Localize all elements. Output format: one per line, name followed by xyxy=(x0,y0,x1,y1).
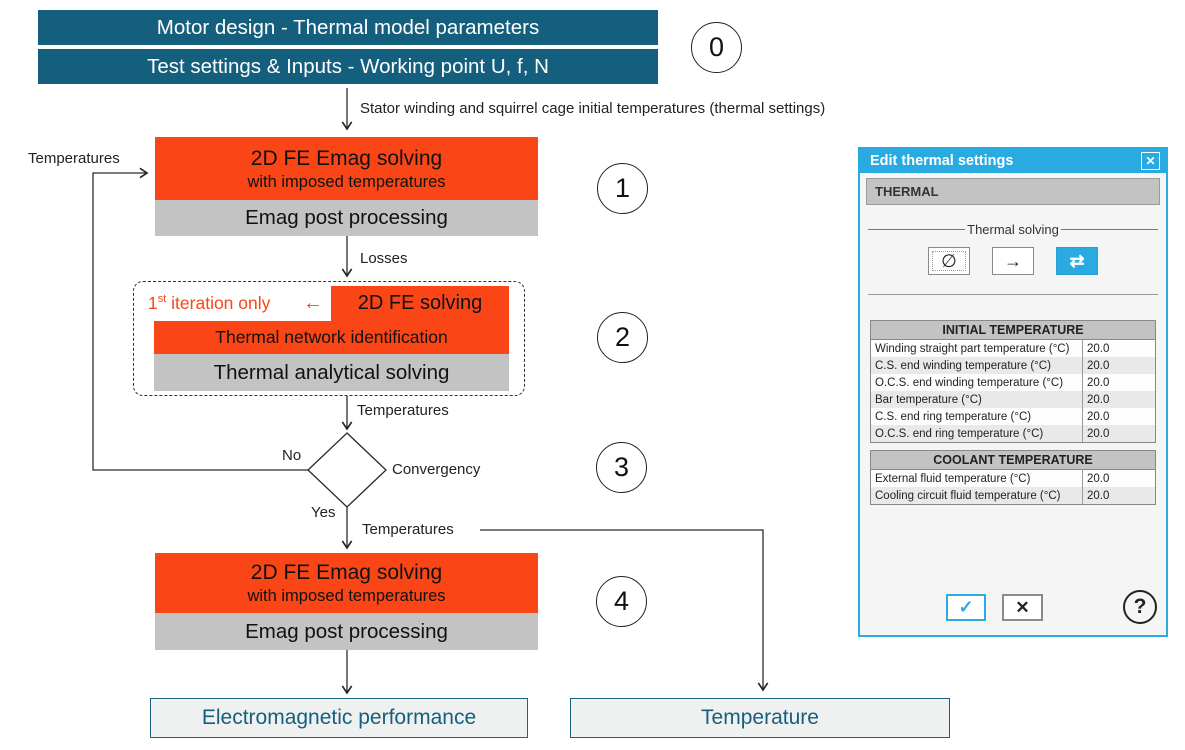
stage-1-subtitle: with imposed temperatures xyxy=(247,172,446,191)
step-badge-2: 2 xyxy=(597,312,648,363)
step-badge-0: 0 xyxy=(691,22,742,73)
table-header: INITIAL TEMPERATURE xyxy=(870,320,1156,340)
stage-2-fe-solving: 2D FE solving xyxy=(331,286,509,321)
stage-2-network-identification: Thermal network identification xyxy=(154,321,509,354)
no-thermal-solving-button[interactable]: ∅ xyxy=(928,247,970,275)
decision-convergency-label: Convergency xyxy=(392,461,481,478)
input-bar-motor-design: Motor design - Thermal model parameters xyxy=(38,10,658,45)
legend-line-right xyxy=(1060,228,1159,230)
dialog-title: Edit thermal settings xyxy=(870,153,1014,169)
stage-1-post-processing: Emag post processing xyxy=(155,200,538,236)
stage-4-post-processing: Emag post processing xyxy=(155,613,538,650)
empty-set-icon: ∅ xyxy=(941,250,957,271)
stage-4-subtitle: with imposed temperatures xyxy=(247,587,446,605)
checkmark-icon: ✓ xyxy=(958,597,974,617)
thermal-solving-label: Thermal solving xyxy=(967,221,1059,237)
stage-4-solve-box: 2D FE Emag solving with imposed temperat… xyxy=(155,553,538,613)
first-iteration-note: 1st iteration only ← xyxy=(142,286,331,321)
parameter-label: O.C.S. end winding temperature (°C) xyxy=(875,376,1064,389)
step-badge-3: 3 xyxy=(596,442,647,493)
parameter-value[interactable]: 20.0 xyxy=(1082,357,1155,374)
parameter-value[interactable]: 20.0 xyxy=(1082,425,1155,442)
input-bar-label: Test settings & Inputs - Working point U… xyxy=(147,54,549,78)
parameter-label: Bar temperature (°C) xyxy=(875,393,982,406)
stage-2-thermal-group: 1st iteration only ← 2D FE solving Therm… xyxy=(133,281,525,396)
help-button[interactable]: ? xyxy=(1123,590,1157,624)
parameter-label: C.S. end ring temperature (°C) xyxy=(875,410,1032,423)
solver-mode-buttons: ∅ → ⇄ xyxy=(860,247,1166,275)
legend-line-left xyxy=(868,228,966,230)
table-row: Winding straight part temperature (°C) 20… xyxy=(871,340,1155,357)
thermal-solving-group-legend: Thermal solving xyxy=(868,221,1159,237)
parameter-label: Winding straight part temperature (°C) xyxy=(875,342,1070,355)
table-row: O.C.S. end ring temperature (°C) 20.0 xyxy=(871,425,1155,442)
stage-1-emag-solving: 2D FE Emag solving with imposed temperat… xyxy=(155,137,538,236)
table-row: Cooling circuit fluid temperature (°C) 20… xyxy=(871,487,1155,504)
edge-label-temperatures-mid: Temperatures xyxy=(357,402,449,419)
stage-4-title: 2D FE Emag solving xyxy=(250,561,443,584)
left-arrow-icon: ← xyxy=(303,292,323,314)
cross-icon: ✕ xyxy=(1015,597,1030,617)
table-header: COOLANT TEMPERATURE xyxy=(870,450,1156,470)
parameter-value[interactable]: 20.0 xyxy=(1082,408,1155,425)
parameter-label: Cooling circuit fluid temperature (°C) xyxy=(875,489,1061,502)
edge-label-temperatures-loop: Temperatures xyxy=(28,150,120,167)
parameter-value[interactable]: 20.0 xyxy=(1082,374,1155,391)
edit-thermal-settings-dialog: Edit thermal settings ✕ THERMAL Thermal … xyxy=(858,147,1168,637)
table-row: C.S. end ring temperature (°C) 20.0 xyxy=(871,408,1155,425)
first-iteration-text: 1st iteration only xyxy=(148,293,271,313)
stage-1-solve-box: 2D FE Emag solving with imposed temperat… xyxy=(155,137,538,200)
ok-button[interactable]: ✓ xyxy=(946,594,986,621)
table-row: External fluid temperature (°C) 20.0 xyxy=(871,470,1155,487)
two-way-arrows-icon: ⇄ xyxy=(1069,250,1085,271)
step-badge-4: 4 xyxy=(596,576,647,627)
decision-no-label: No xyxy=(282,447,302,464)
section-header-thermal: THERMAL xyxy=(866,178,1160,205)
convergency-diamond xyxy=(307,432,387,508)
parameter-value[interactable]: 20.0 xyxy=(1082,470,1155,487)
table-row: O.C.S. end winding temperature (°C) 20.0 xyxy=(871,374,1155,391)
stage-4-emag-solving: 2D FE Emag solving with imposed temperat… xyxy=(155,553,538,650)
output-electromagnetic-performance: Electromagnetic performance xyxy=(150,698,528,738)
iterative-solving-button[interactable]: ⇄ xyxy=(1056,247,1098,275)
step-badge-1: 1 xyxy=(597,163,648,214)
input-bar-test-settings: Test settings & Inputs - Working point U… xyxy=(38,49,658,84)
parameter-value[interactable]: 20.0 xyxy=(1082,340,1155,357)
right-arrow-icon: → xyxy=(1004,250,1022,271)
dialog-title-bar[interactable]: Edit thermal settings ✕ xyxy=(860,149,1166,173)
input-bar-label: Motor design - Thermal model parameters xyxy=(156,15,540,39)
stage-1-title: 2D FE Emag solving xyxy=(250,146,443,170)
close-icon[interactable]: ✕ xyxy=(1141,152,1160,170)
table-row: C.S. end winding temperature (°C) 20.0 xyxy=(871,357,1155,374)
cancel-button[interactable]: ✕ xyxy=(1002,594,1043,621)
stage-2-analytical-solving: Thermal analytical solving xyxy=(154,354,509,391)
parameter-label: O.C.S. end ring temperature (°C) xyxy=(875,427,1044,440)
edge-label-initial-temperatures: Stator winding and squirrel cage initial… xyxy=(360,100,826,117)
group-separator xyxy=(868,294,1158,295)
parameter-label: C.S. end winding temperature (°C) xyxy=(875,359,1051,372)
output-temperature: Temperature xyxy=(570,698,950,738)
parameter-value[interactable]: 20.0 xyxy=(1082,487,1155,504)
one-way-solving-button[interactable]: → xyxy=(992,247,1034,275)
coolant-temperature-table: COOLANT TEMPERATURE External fluid tempe… xyxy=(870,450,1156,505)
edge-label-losses: Losses xyxy=(360,250,408,267)
edge-label-temperatures-right: Temperatures xyxy=(362,521,454,538)
question-mark-icon: ? xyxy=(1133,595,1147,618)
parameter-value[interactable]: 20.0 xyxy=(1082,391,1155,408)
decision-yes-label: Yes xyxy=(311,504,336,521)
table-body: Winding straight part temperature (°C) 20… xyxy=(870,340,1156,443)
table-row: Bar temperature (°C) 20.0 xyxy=(871,391,1155,408)
initial-temperature-table: INITIAL TEMPERATURE Winding straight par… xyxy=(870,320,1156,443)
parameter-label: External fluid temperature (°C) xyxy=(875,472,1031,485)
